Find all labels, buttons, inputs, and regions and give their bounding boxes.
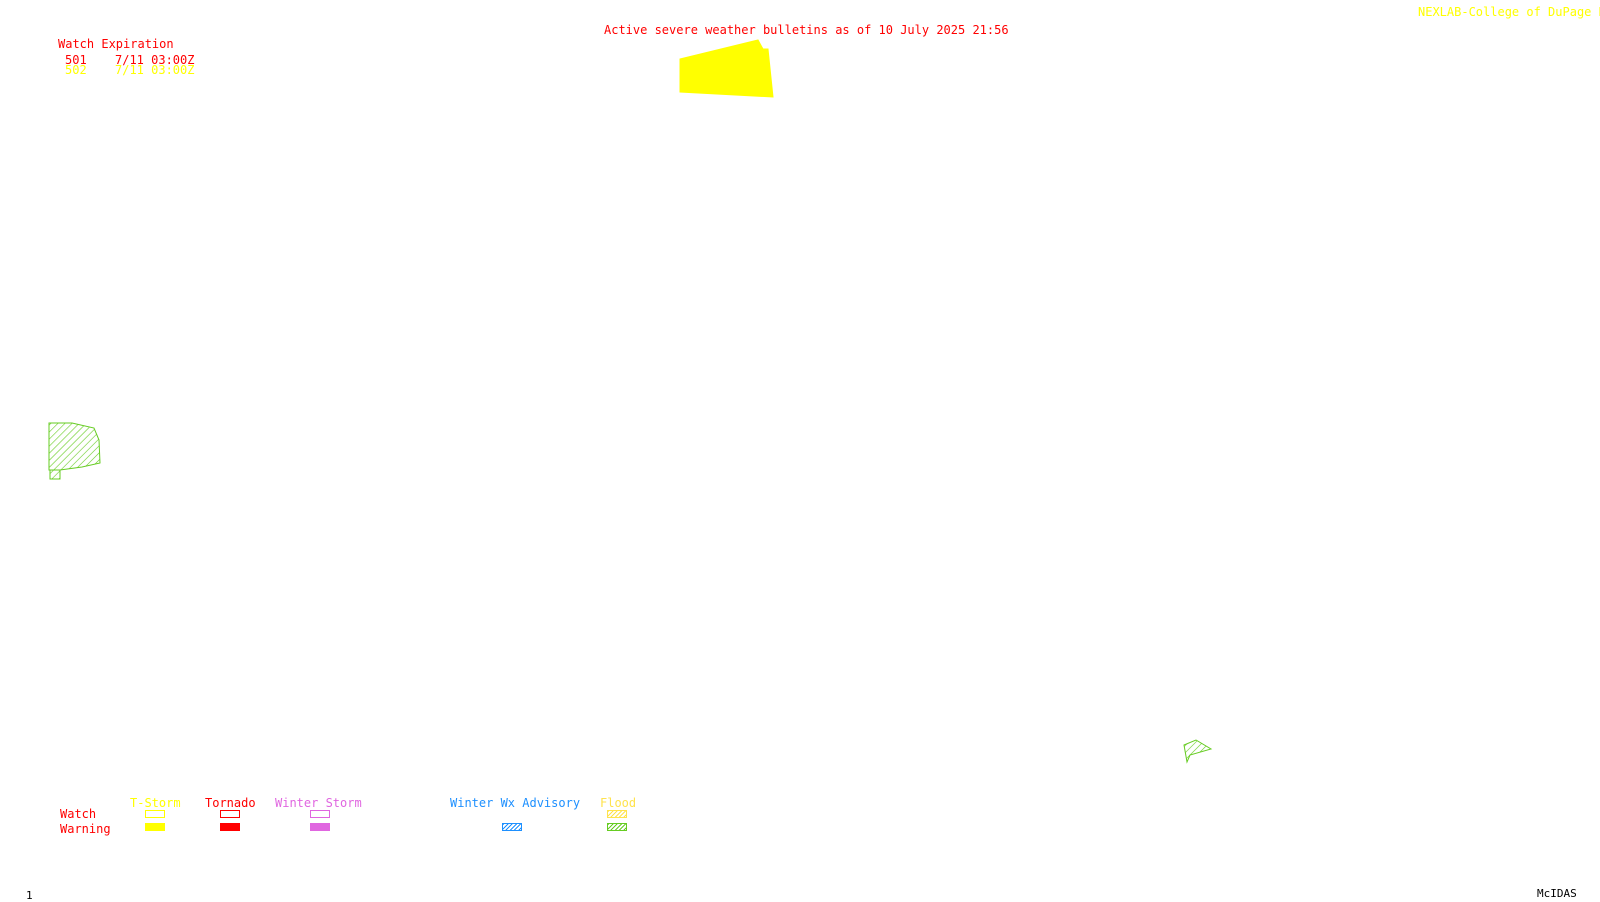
legend-header-tornado: Tornado bbox=[205, 796, 256, 810]
legend-winter-storm-warning-swatch bbox=[310, 823, 330, 831]
flood-warning-polygon-west bbox=[48, 422, 101, 480]
bulletin-title: Active severe weather bulletins as of 10… bbox=[604, 23, 1009, 37]
legend-flood-warning-swatch bbox=[607, 823, 627, 831]
watch-expiration-heading: Watch Expiration bbox=[58, 37, 174, 51]
legend-header-flood: Flood bbox=[600, 796, 637, 810]
legend-header-winter-wx-advisory: Winter Wx Advisory bbox=[450, 796, 581, 810]
legend-header-winter-storm: Winter Storm bbox=[275, 796, 362, 810]
legend-flood-watch-swatch bbox=[607, 810, 627, 818]
frame-number: 1 bbox=[26, 889, 33, 902]
legend-tstorm-watch-swatch bbox=[145, 810, 165, 818]
credit-label: NEXLAB-College of DuPage R bbox=[1418, 5, 1600, 19]
watch-number: 501 bbox=[65, 53, 87, 67]
flood-warning-polygon-southeast bbox=[1183, 739, 1213, 764]
tstorm-watch-polygon bbox=[679, 39, 774, 98]
legend-row-warning: Warning bbox=[60, 822, 111, 836]
legend-tornado-warning-swatch bbox=[220, 823, 240, 831]
watch-number: 502 bbox=[65, 63, 87, 77]
legend-winter-storm-watch-swatch bbox=[310, 810, 330, 818]
watch-expires: 7/11 03:00Z bbox=[115, 53, 195, 67]
legend-tstorm-warning-swatch bbox=[145, 823, 165, 831]
legend-tornado-watch-swatch bbox=[220, 810, 240, 818]
legend-header-tstorm: T-Storm bbox=[130, 796, 181, 810]
legend-row-watch: Watch bbox=[60, 807, 97, 821]
watch-expires: 7/11 03:00Z bbox=[115, 63, 195, 77]
legend-winter-wx-advisory-swatch bbox=[502, 823, 522, 831]
software-label: McIDAS bbox=[1537, 887, 1577, 900]
